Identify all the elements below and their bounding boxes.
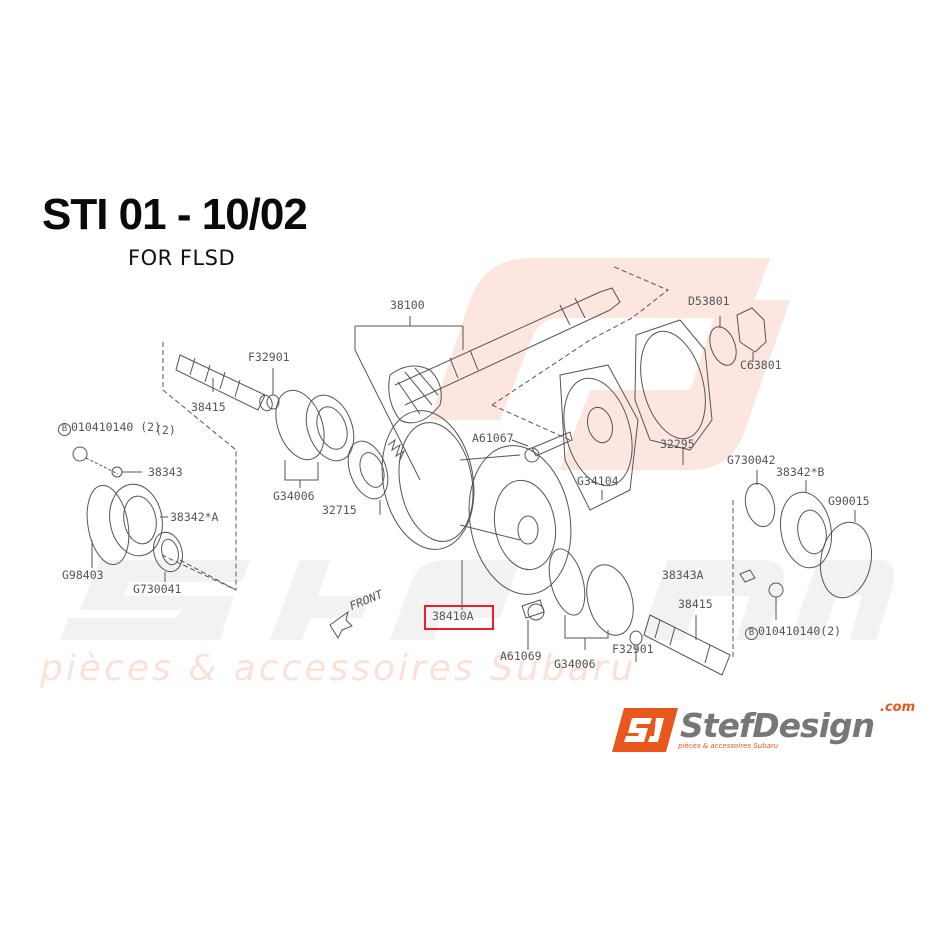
label-38342b: 38342*B <box>776 465 825 479</box>
label-g90015: G90015 <box>828 494 870 508</box>
label-a61069: A61069 <box>500 649 542 663</box>
b-badge-icon: B <box>58 423 71 436</box>
label-g34104: G34104 <box>577 474 619 488</box>
watermark-tagline: pièces & accessoires Subaru <box>40 648 637 689</box>
b-badge-icon: B <box>745 627 758 640</box>
label-g730042: G730042 <box>727 453 776 467</box>
label-g34006-left: G34006 <box>273 489 315 503</box>
label-g34006-right: G34006 <box>554 657 596 671</box>
label-32715: 32715 <box>322 503 357 517</box>
label-38410a[interactable]: 38410A <box>432 609 474 623</box>
label-c63801: C63801 <box>740 358 782 372</box>
label-38342a: 38342*A <box>170 510 219 524</box>
label-38343a: 38343A <box>662 568 704 582</box>
logo-domain: .com <box>880 700 916 715</box>
label-38343: 38343 <box>148 465 183 479</box>
label-32295: 32295 <box>660 437 695 451</box>
label-a61067: A61067 <box>472 431 514 445</box>
label-38415-right: 38415 <box>678 597 713 611</box>
label-d53801: D53801 <box>688 294 730 308</box>
label-g98403: G98403 <box>62 568 104 582</box>
logo-wordmark: StefDesign <box>680 706 875 745</box>
sj-mark-icon <box>612 708 678 752</box>
label-f32901-left: F32901 <box>248 350 290 364</box>
highlight-box <box>424 605 494 630</box>
stefdesign-logo: StefDesign .com pièces & accessoires Sub… <box>612 700 922 756</box>
label-38415-left: 38415 <box>191 400 226 414</box>
label-g730041: G730041 <box>133 582 182 596</box>
logo-tagline: pièces & accessoires Subaru <box>678 742 779 750</box>
label-f32901-right: F32901 <box>612 642 654 656</box>
label-38100: 38100 <box>390 298 425 312</box>
page-subtitle: FOR FLSD <box>128 246 236 270</box>
page-title: STI 01 - 10/02 <box>42 190 308 239</box>
label-quantity-note: (2) <box>155 423 176 437</box>
